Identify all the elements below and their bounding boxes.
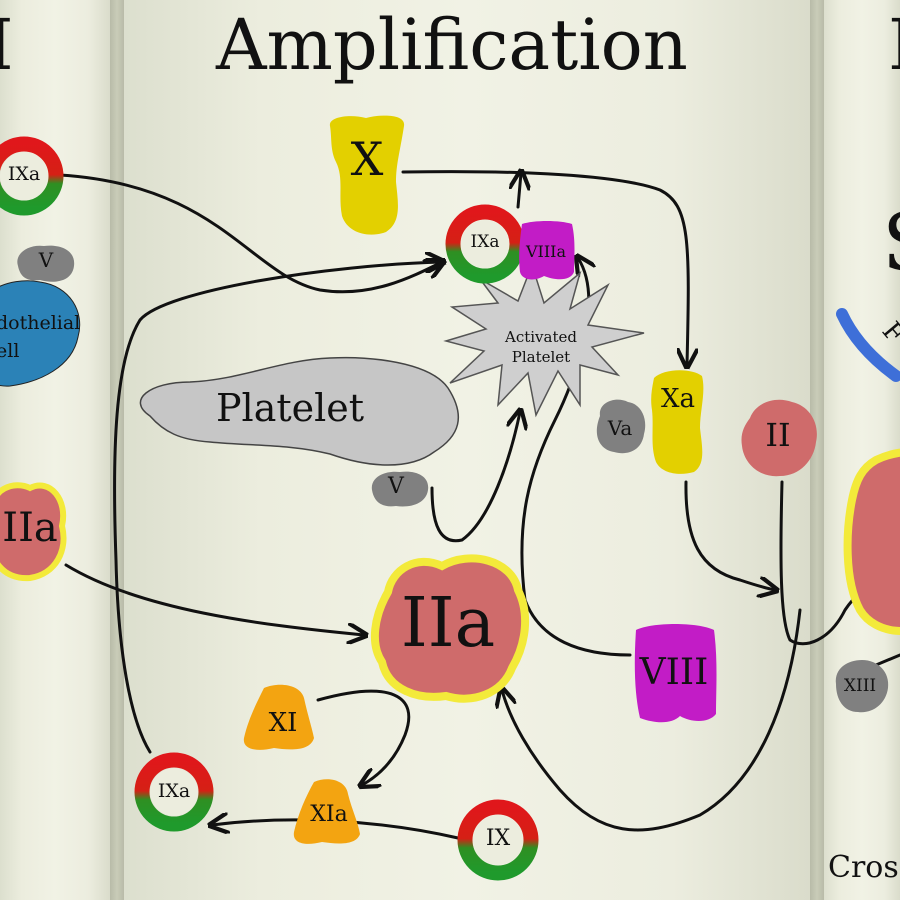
ii-blob	[741, 399, 817, 477]
viii-label: VIII	[639, 652, 709, 693]
xi-label: XI	[268, 708, 298, 738]
v-left-label: V	[38, 248, 54, 272]
viiia-blob	[519, 221, 575, 280]
ixa-ring-left	[0, 136, 64, 216]
viii-blob	[634, 624, 717, 723]
v-blob-left	[17, 245, 75, 282]
endothelial-label-1: dothelial	[0, 312, 81, 334]
right-title-fragment: I	[888, 4, 900, 86]
ixa-top-label: IXa	[470, 232, 500, 252]
xia-label: XIa	[310, 802, 348, 827]
ixa-left-label: IXa	[7, 163, 41, 185]
arrow-ixa-left-to-ixa-top	[58, 173, 442, 294]
ix-ring	[457, 799, 539, 881]
iia-center-label: IIa	[400, 584, 496, 663]
iia-blob-center	[370, 554, 530, 703]
right-panel	[824, 0, 900, 900]
arrow-iia-left-to-iia	[64, 563, 364, 635]
va-label: Va	[607, 416, 633, 440]
endothelial-cell	[0, 280, 81, 387]
arrow-x-to-xa	[401, 170, 688, 365]
ixa-bottom-label: IXa	[157, 780, 191, 802]
x-label: X	[350, 132, 384, 186]
xa-blob	[651, 370, 704, 474]
arrow-xi-to-xia	[316, 689, 411, 785]
arrow-xiii-link	[874, 653, 900, 667]
activated-platelet-label-2: Platelet	[511, 348, 571, 366]
xiii-label: XIII	[843, 676, 877, 696]
activated-platelet	[443, 262, 645, 418]
ix-label: IX	[485, 826, 511, 851]
ii-label: II	[765, 416, 791, 454]
platelet-label: Platelet	[215, 386, 365, 430]
right-bottom-text: Cros	[828, 850, 899, 885]
xia-blob	[293, 779, 360, 844]
ixa-ring-bottom	[134, 752, 214, 832]
va-blob	[596, 399, 646, 454]
left-title-fragment: I	[0, 4, 14, 86]
right-big-letter: S	[882, 196, 900, 289]
platelet-blob	[139, 356, 460, 466]
arrow-to-iia-from-right	[502, 608, 802, 832]
iia-left-label: IIa	[2, 505, 58, 551]
arrow-xa-merge	[684, 480, 775, 590]
blue-curve	[836, 308, 900, 382]
arrow-ixa-top-to-x	[518, 173, 521, 209]
left-divider	[110, 0, 124, 900]
arrow-ixa-bottom-to-ixa-top	[113, 262, 442, 754]
iia-blob-right	[843, 448, 900, 635]
viiia-label: VIIIa	[525, 242, 567, 261]
v-blob-center	[371, 471, 429, 507]
v-center-label: V	[388, 474, 404, 499]
activated-platelet-label-1: Activated	[505, 328, 577, 346]
ixa-ring-top	[445, 204, 525, 284]
page-title: Amplification	[216, 4, 688, 86]
arrow-v-to-activated-platelet	[430, 412, 520, 543]
x-blob	[329, 115, 405, 235]
endothelial-label-2: ell	[0, 340, 20, 362]
xa-label: Xa	[660, 384, 695, 414]
iia-blob-left	[0, 482, 67, 582]
xi-blob	[243, 684, 314, 750]
xiii-blob	[835, 660, 889, 713]
right-divider	[810, 0, 824, 900]
